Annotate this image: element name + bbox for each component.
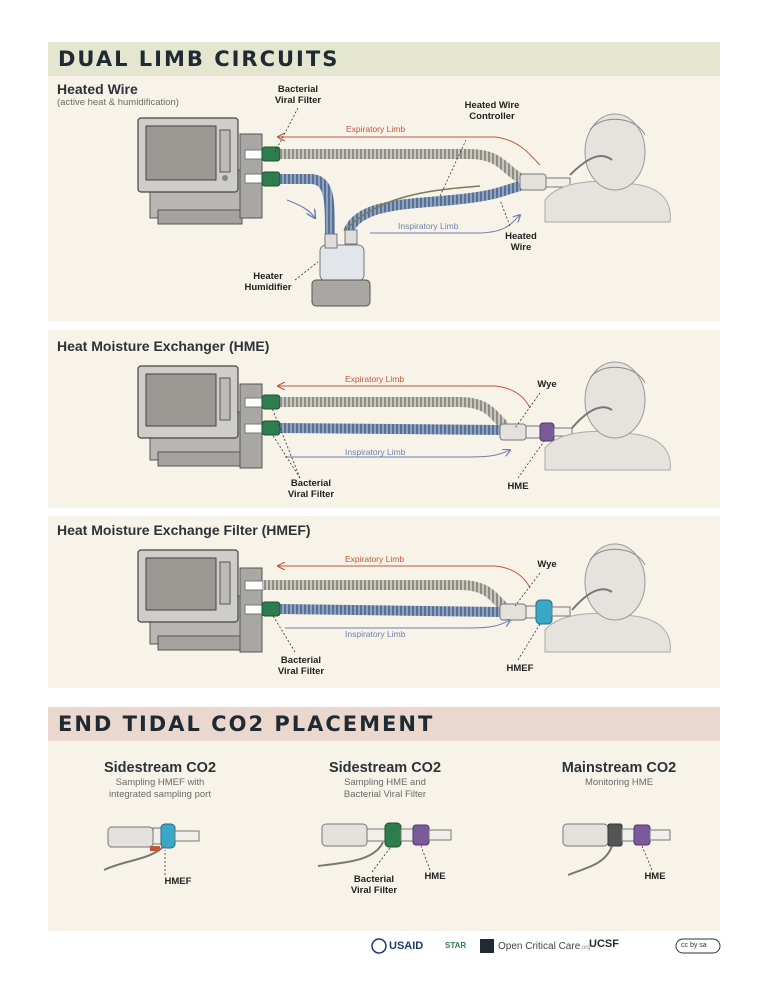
etco2-subtitle-1: Sampling HMEF with integrated sampling p… [109,777,211,800]
label-bacterial-viral-filter-1: Bacterial Viral Filter [274,84,322,106]
etco2-label-bacterial-viral-filter: Bacterial Viral Filter [350,874,398,896]
tubing-heated-wire [244,107,571,307]
etco2-subtitle-3: Monitoring HME [584,777,654,788]
label-inspiratory-limb-3: Inspiratory Limb [345,629,406,639]
ventilator-3 [137,549,263,653]
occ-logo-suffix: .org [580,945,591,951]
label-expiratory-limb-1: Expiratory Limb [346,124,406,134]
label-heated-wire: Heated Wire [505,231,537,253]
etco2-label-hmef: HMEF [164,876,192,887]
label-hme-1: HME [507,481,529,492]
heated-wire-subtitle: (active heat & humidification) [57,97,179,108]
usaid-logo: USAID [389,940,424,952]
hmef-title: Heat Moisture Exchange Filter (HMEF) [57,522,311,538]
label-heated-wire-controller: Heated Wire Controller [464,100,520,122]
etco2-title-1: Sidestream CO2 [103,760,217,776]
section-header-etco2: END TIDAL CO2 PLACEMENT [48,707,720,741]
patient-2 [544,361,671,471]
hme-title: Heat Moisture Exchanger (HME) [57,338,270,354]
section-header-dual-limb: DUAL LIMB CIRCUITS [48,42,720,76]
footer-logos [371,938,721,954]
label-expiratory-limb-3: Expiratory Limb [345,554,405,564]
label-wye-2: Wye [537,559,557,570]
label-hmef-1: HMEF [506,663,534,674]
label-bacterial-viral-filter-3: Bacterial Viral Filter [277,655,325,677]
etco2-title-3: Mainstream CO2 [561,760,677,776]
label-heater-humidifier: Heater Humidifier [244,271,292,293]
etco2-label-hme-2: HME [644,871,666,882]
etco2-diagram-mainstream [562,823,671,876]
etco2-diagram-sidestream-hmef [103,823,200,875]
heated-wire-title: Heated Wire [57,81,138,97]
label-wye-1: Wye [537,379,557,390]
cc-license-badge: cc by sa [681,942,707,949]
label-expiratory-limb-2: Expiratory Limb [345,374,405,384]
patient-3 [544,543,671,653]
patient-1 [544,113,671,223]
ventilator-2 [137,365,263,469]
ventilator-1 [137,117,263,225]
etco2-subtitle-2: Sampling HME and Bacterial Viral Filter [343,777,427,800]
label-inspiratory-limb-2: Inspiratory Limb [345,447,406,457]
label-bacterial-viral-filter-2: Bacterial Viral Filter [287,478,335,500]
ucsf-logo: UCSF [589,938,619,950]
star-logo: STAR [445,941,467,950]
tubing-hme [244,386,573,479]
etco2-label-hme-1: HME [424,871,446,882]
etco2-diagram-sidestream-hme [317,822,452,873]
occ-logo-name: Open Critical Care [498,941,581,952]
label-inspiratory-limb-1: Inspiratory Limb [398,221,459,231]
occ-logo: Open Critical Care.org [498,941,591,952]
tubing-hmef [244,566,571,661]
etco2-title-2: Sidestream CO2 [328,760,442,776]
